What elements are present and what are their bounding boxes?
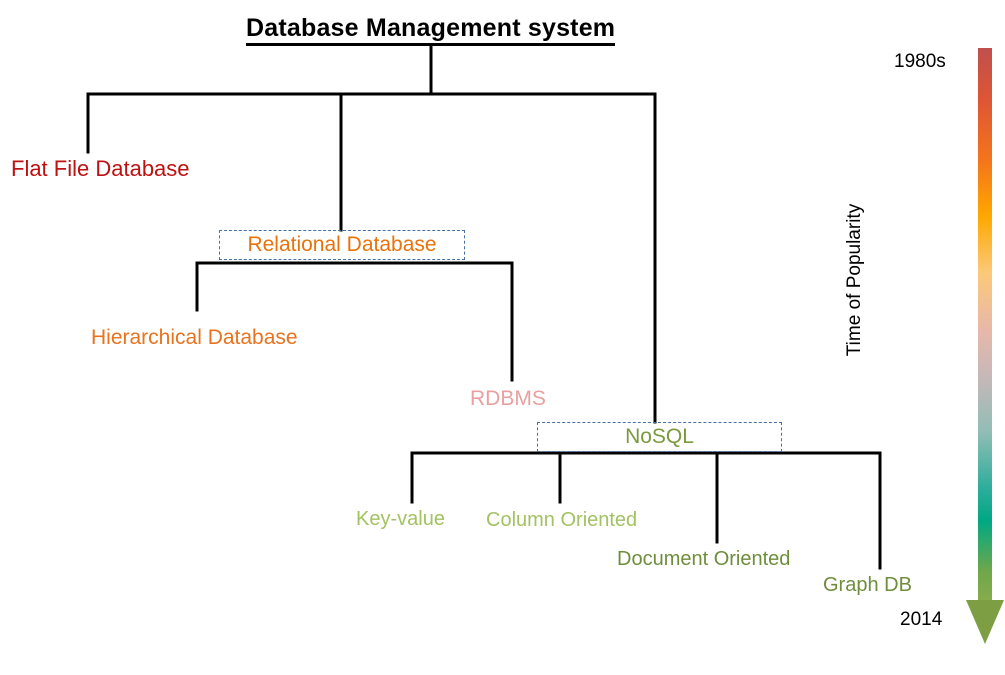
- timeline-axis-label: Time of Popularity: [844, 203, 865, 357]
- page-title: Database Management system: [246, 16, 616, 46]
- timeline-bar: [978, 48, 992, 611]
- node-hierarchical-database: Hierarchical Database: [91, 326, 298, 349]
- node-document-oriented: Document Oriented: [617, 548, 791, 570]
- node-flat-file-database: Flat File Database: [11, 156, 190, 181]
- timeline-arrowhead: [966, 600, 1004, 644]
- timeline-end-year: 2014: [900, 609, 943, 630]
- node-graph-db: Graph DB: [823, 574, 912, 596]
- node-nosql: NoSQL: [537, 422, 782, 452]
- node-rdbms: RDBMS: [470, 387, 546, 410]
- node-key-value: Key-value: [356, 508, 445, 530]
- node-column-oriented: Column Oriented: [486, 509, 638, 531]
- node-relational-database: Relational Database: [219, 230, 465, 260]
- timeline-start-year: 1980s: [894, 51, 946, 72]
